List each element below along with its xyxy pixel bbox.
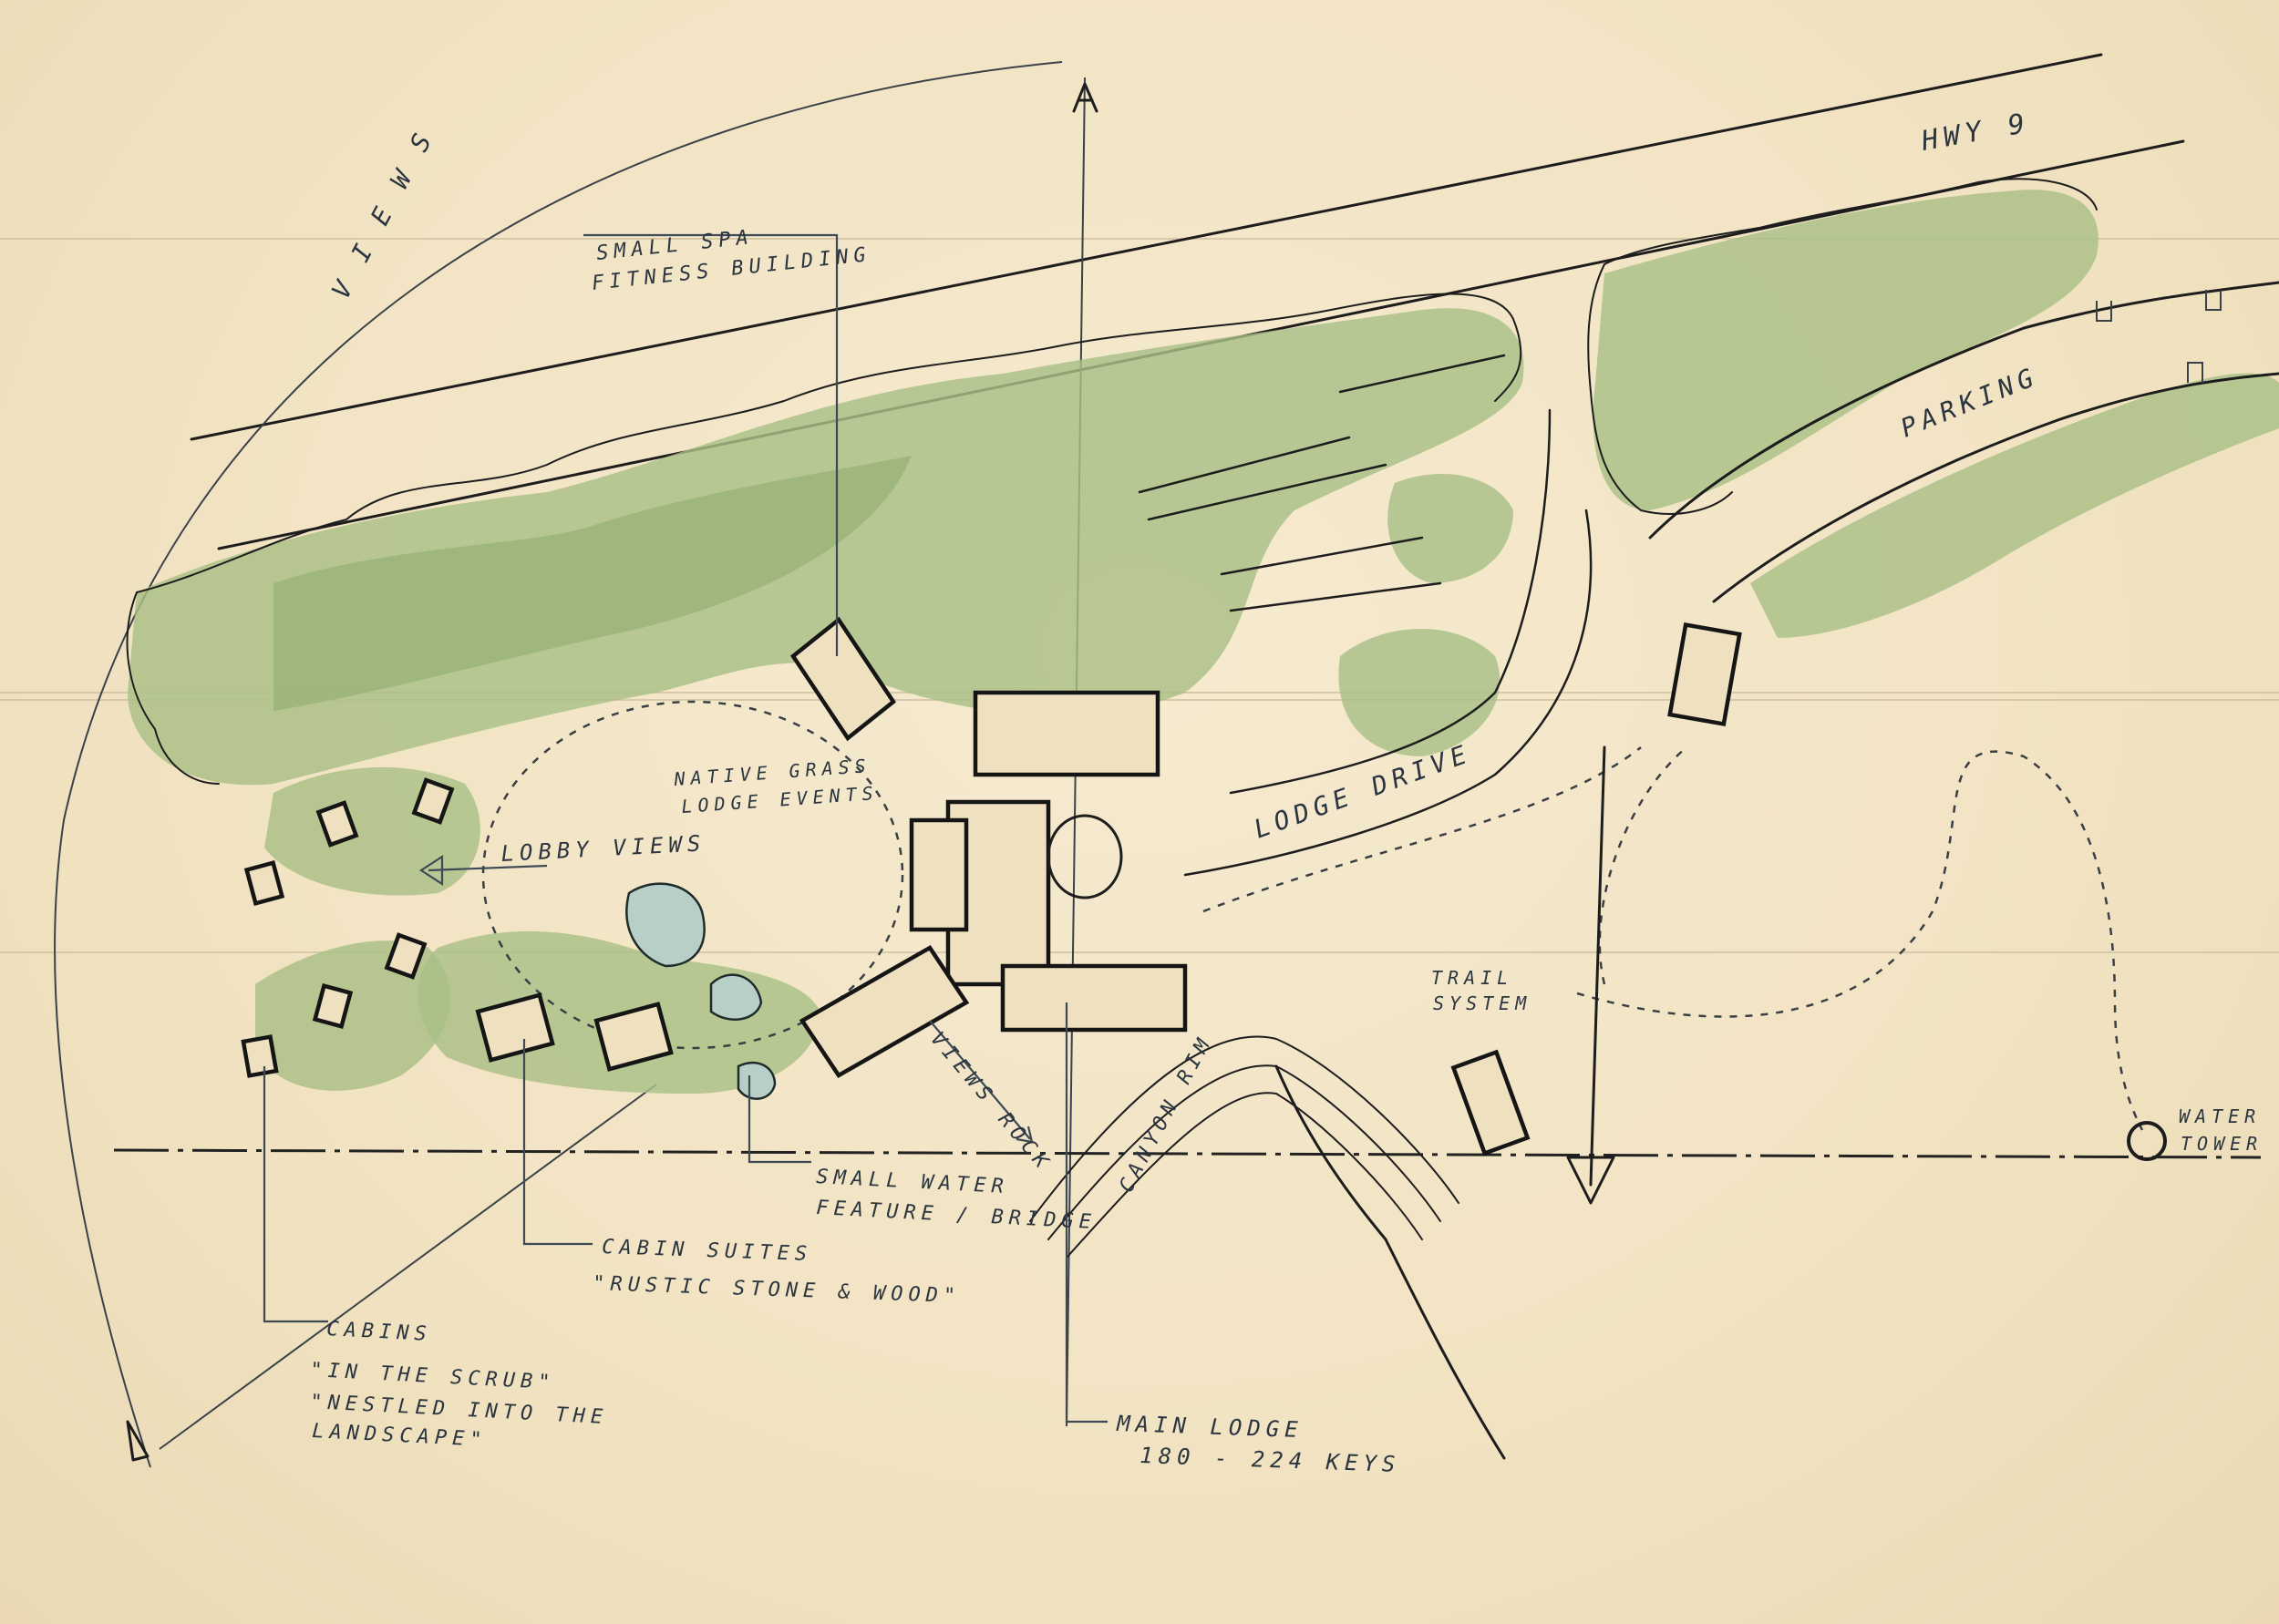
water-tower: [2127, 1121, 2167, 1161]
cabin-suites-label: CABIN SUITES "RUSTIC STONE & WOOD": [593, 1236, 962, 1308]
svg-text:MAIN LODGE: MAIN LODGE: [1116, 1411, 1304, 1443]
cabins-label: CABINS "IN THE SCRUB" "NESTLED INTO THE …: [310, 1318, 609, 1452]
main-lodge-label: MAIN LODGE 180 - 224 KEYS: [1116, 1411, 1401, 1477]
svg-text:TRAIL: TRAIL: [1431, 967, 1513, 989]
svg-text:SYSTEM: SYSTEM: [1433, 992, 1531, 1014]
trail-system-label: TRAIL SYSTEM: [1431, 967, 1531, 1014]
water-feature-label: SMALL WATER FEATURE / BRIDGE: [816, 1166, 1098, 1234]
trail-system: [1202, 746, 2144, 1131]
views-arc: [54, 61, 1063, 1468]
cabins: [241, 777, 455, 1078]
lodge-drive-label: LODGE DRIVE: [1250, 738, 1476, 845]
parking-bays: [1138, 354, 1506, 612]
svg-text:CABIN SUITES: CABIN SUITES: [602, 1236, 813, 1266]
svg-text:WATER: WATER: [2179, 1105, 2261, 1127]
lobby-views-label: LOBBY VIEWS: [500, 830, 706, 867]
parking-lot: [1648, 281, 2279, 603]
entry-building: [1667, 622, 1742, 727]
tree-canopy: [128, 190, 2279, 1094]
native-grass-label: NATIVE GRASS LODGE EVENTS: [673, 755, 880, 817]
north-arrow-marker: [1072, 82, 1098, 113]
trail-pavilion: [1450, 1049, 1531, 1156]
leader-lines: [263, 233, 1108, 1424]
water-feature: [625, 882, 777, 1100]
svg-text:"RUSTIC STONE & WOOD": "RUSTIC STONE & WOOD": [593, 1272, 962, 1308]
view-arrow-south: [1566, 745, 1615, 1205]
canyon-rim-label: CANYON RIM: [1115, 1031, 1217, 1197]
spa-building: [789, 616, 897, 742]
svg-text:SMALL WATER: SMALL WATER: [816, 1166, 1010, 1198]
lobby-view-ray: [159, 1084, 657, 1450]
section-line-horizontal: [113, 1148, 2262, 1159]
svg-text:FEATURE / BRIDGE: FEATURE / BRIDGE: [816, 1197, 1098, 1234]
svg-text:TOWER: TOWER: [2181, 1133, 2263, 1155]
parking-label: PARKING: [1896, 361, 2043, 444]
hwy-label: HWY 9: [1918, 108, 2033, 159]
svg-text:LANDSCAPE": LANDSCAPE": [312, 1420, 488, 1452]
south-arrow-marker: [126, 1420, 150, 1462]
tree-outlines: [126, 178, 2098, 785]
cabin-suites: [475, 992, 674, 1072]
water-tower-label: WATER TOWER: [2179, 1105, 2263, 1155]
spa-label: SMALL SPA FITNESS BUILDING: [591, 226, 872, 295]
native-grass-area: [481, 700, 904, 1050]
views-arc-label: V I E W S: [325, 124, 440, 303]
svg-text:"IN THE SCRUB": "IN THE SCRUB": [310, 1359, 556, 1394]
svg-text:CABINS: CABINS: [326, 1318, 433, 1346]
svg-text:180 - 224 KEYS: 180 - 224 KEYS: [1140, 1443, 1401, 1477]
main-lodge-building: [799, 690, 1188, 1078]
lodge-drive: [1183, 408, 1593, 877]
canyon-rim: [1029, 1035, 1506, 1460]
